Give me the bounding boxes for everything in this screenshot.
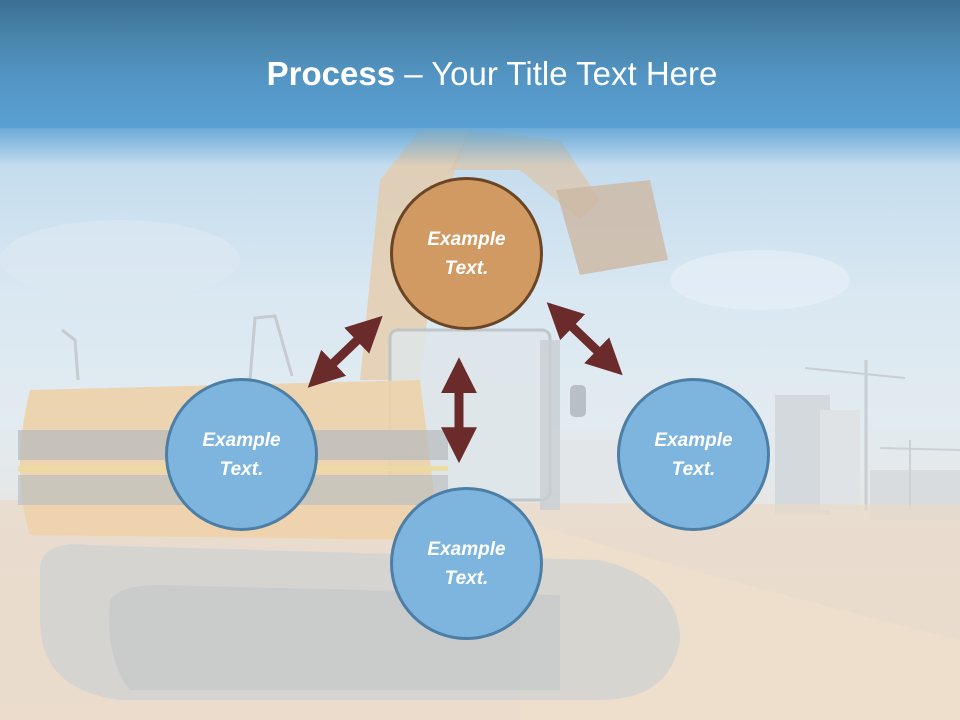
process-node-top[interactable]: Example Text. xyxy=(390,177,543,330)
node-text-line1: Example xyxy=(202,429,281,451)
title-band xyxy=(0,0,960,128)
title-band-fade xyxy=(0,126,960,166)
title-bold: Process xyxy=(266,55,396,92)
process-node-left[interactable]: Example Text. xyxy=(165,378,318,531)
node-text-line1: Example xyxy=(427,228,506,250)
node-text-line1: Example xyxy=(427,538,506,560)
node-text-line2: Text. xyxy=(219,458,264,480)
node-text-line1: Example xyxy=(654,429,733,451)
node-text-line2: Text. xyxy=(444,567,489,589)
process-node-right[interactable]: Example Text. xyxy=(617,378,770,531)
process-node-bottom[interactable]: Example Text. xyxy=(390,487,543,640)
slide-title[interactable]: Process – Your Title Text Here xyxy=(0,52,960,96)
title-rest: – Your Title Text Here xyxy=(395,55,718,92)
node-text-line2: Text. xyxy=(671,458,716,480)
node-text-line2: Text. xyxy=(444,257,489,279)
